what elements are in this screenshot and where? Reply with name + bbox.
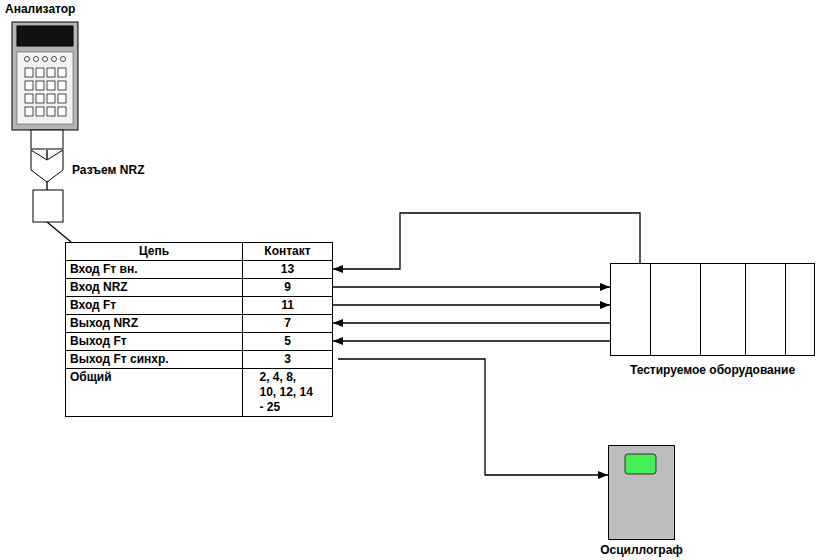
- table-row: Выход Fт синхр. 3: [66, 350, 332, 368]
- pin-table: ЦепьКонтактВход Fт вн.13Вход NRZ9Вход Fт…: [65, 242, 333, 417]
- connector-label: Разъем NRZ: [72, 163, 144, 177]
- table-row: Общий 2, 4, 8, 10, 12, 14 - 25: [66, 368, 332, 416]
- plug-chevron: [31, 150, 63, 182]
- signal-name: Выход NRZ: [70, 316, 138, 330]
- table-row: Вход Fт 11: [66, 296, 332, 314]
- analyzer-device: Анализатор: [5, 2, 95, 150]
- signal-name: Вход Fт: [70, 298, 116, 312]
- plug-body: [33, 190, 63, 222]
- signal-connector: [333, 286, 610, 287]
- device-label: Осциллограф: [600, 543, 683, 557]
- column-header: Контакт: [264, 244, 310, 258]
- oscilloscope: Осциллограф: [608, 445, 675, 558]
- signal-connector: [333, 340, 610, 341]
- pin-number: 5: [284, 334, 291, 349]
- pin-number: 2, 4, 8, 10, 12, 14 - 25: [260, 370, 316, 415]
- device-title: Анализатор: [5, 2, 75, 16]
- signal-connector: [333, 322, 610, 323]
- pin-number: 11: [281, 298, 294, 313]
- signal-name: Общий: [70, 370, 112, 384]
- signal-name: Вход Fт вн.: [70, 262, 138, 276]
- pin-number: 9: [284, 280, 291, 295]
- oscilloscope-illustration: [608, 445, 675, 541]
- signal-connector: [338, 359, 608, 475]
- column-header: Цепь: [139, 244, 169, 258]
- signal-connector: [333, 213, 640, 269]
- signal-name: Вход NRZ: [70, 280, 128, 294]
- table-row: Выход NRZ 7: [66, 314, 332, 332]
- device-label: Тестируемое оборудование: [630, 363, 795, 377]
- table-row: Вход Fт вн. 13: [66, 260, 332, 278]
- signal-connector: [333, 304, 610, 305]
- table-row: Вход NRZ 9: [66, 278, 332, 296]
- analyzer-illustration: [5, 2, 95, 150]
- table-row: Выход Fт 5: [66, 332, 332, 350]
- pin-number: 7: [284, 316, 291, 331]
- table-header: Цепь Контакт: [66, 243, 332, 260]
- tested-equipment: Тестируемое оборудование: [610, 263, 815, 385]
- pin-number: 13: [281, 262, 294, 277]
- pin-number: 3: [284, 352, 291, 367]
- signal-name: Выход Fт: [70, 334, 127, 348]
- signal-name: Выход Fт синхр.: [70, 352, 169, 366]
- equipment-rack: [610, 263, 815, 357]
